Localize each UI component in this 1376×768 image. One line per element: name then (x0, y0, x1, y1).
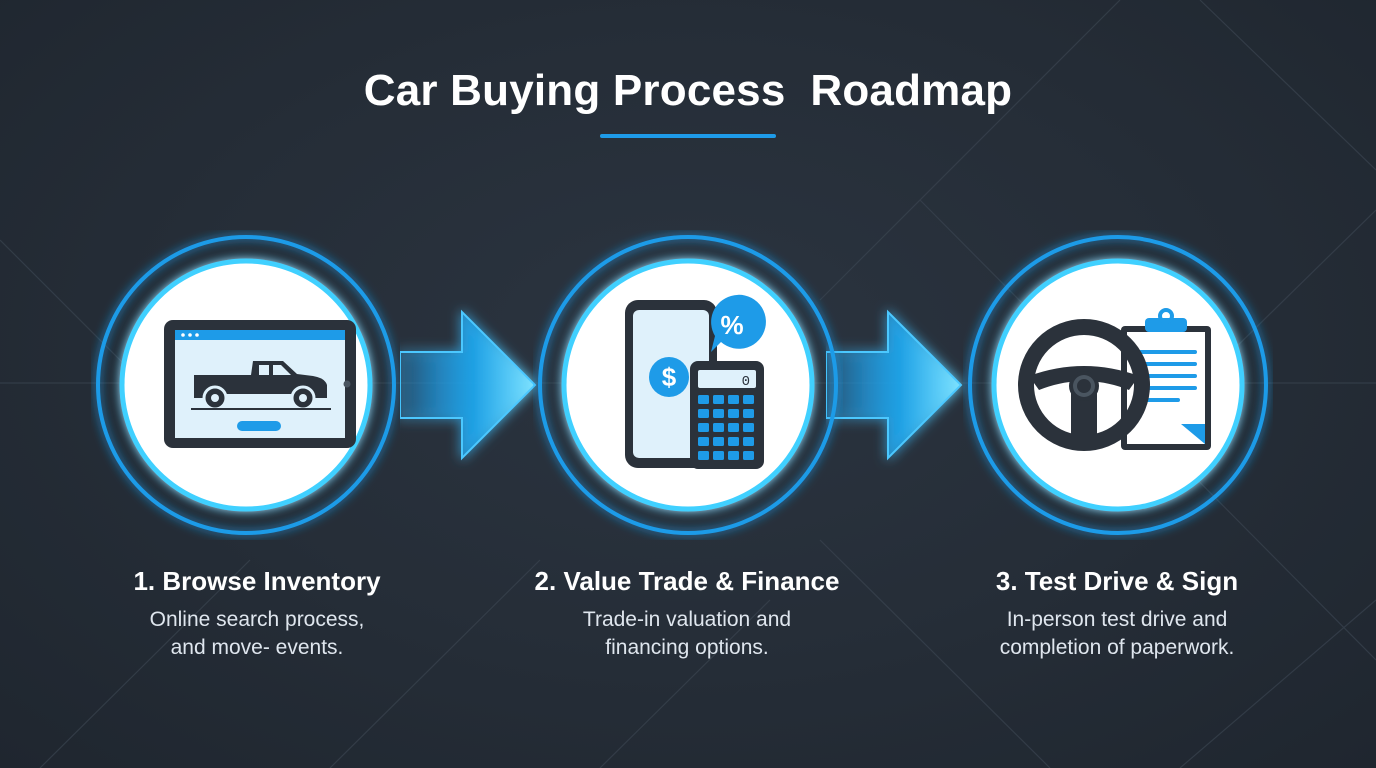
calculator-display: 0 (742, 374, 750, 390)
step-1-circle (96, 235, 396, 535)
step-2-description: Trade-in valuation and financing options… (487, 606, 887, 662)
dollar-icon: $ (662, 362, 677, 392)
step-2-description-line-1: Trade-in valuation and (582, 608, 792, 631)
step-1-description-line-1: Online search process, (149, 608, 365, 631)
page-title: Car Buying Process Roadmap (363, 66, 1013, 115)
step-3-description: In-person test drive and completion of p… (917, 606, 1317, 662)
step-3-description-line-2: completion of paperwork. (999, 636, 1235, 659)
title-underline (600, 134, 776, 138)
arrow-right-icon (400, 309, 537, 461)
step-1-description-line-2: and move- events. (170, 636, 344, 659)
step-3-circle (968, 235, 1268, 535)
step-2-circle: $ % 0 (538, 235, 838, 535)
tablet-truck-icon (164, 320, 356, 448)
step-2-description-line-2: financing options. (605, 636, 769, 659)
step-3-title: 3. Test Drive & Sign (995, 566, 1239, 596)
steering-wheel-clipboard-icon (1018, 308, 1211, 451)
phone-calculator-icon: $ % 0 (625, 294, 766, 469)
step-3-description-line-1: In-person test drive and (1006, 608, 1228, 631)
arrow-right-icon (826, 309, 963, 461)
step-1-title: 1. Browse Inventory (133, 566, 381, 596)
step-1-text: 1. Browse Inventory Online search proces… (57, 564, 457, 662)
step-1-description: Online search process, and move- events. (57, 606, 457, 662)
step-2-title: 2. Value Trade & Finance (534, 566, 840, 596)
percent-icon: % (720, 310, 743, 340)
step-3-text: 3. Test Drive & Sign In-person test driv… (917, 564, 1317, 662)
step-2-text: 2. Value Trade & Finance Trade-in valuat… (487, 564, 887, 662)
